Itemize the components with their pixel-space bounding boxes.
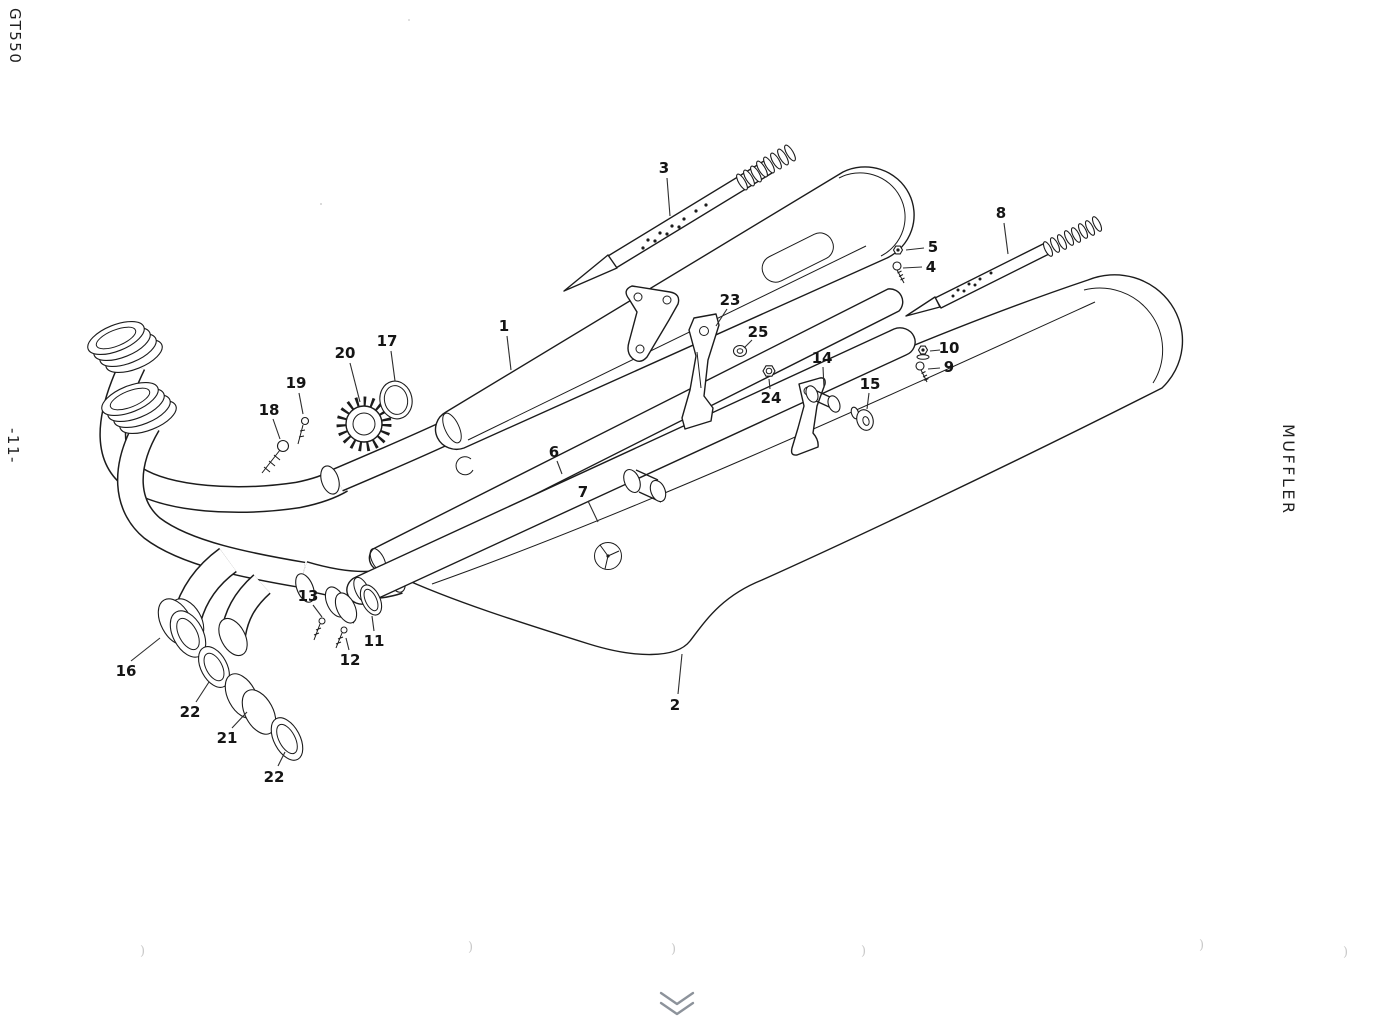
- part-label-12: 12: [340, 651, 361, 669]
- part-label-11: 11: [364, 632, 385, 650]
- joint-gasket: [320, 465, 340, 495]
- part-label-6: 6: [549, 443, 559, 461]
- part-label-22a: 22: [180, 703, 201, 721]
- part-label-19: 19: [286, 374, 307, 392]
- stud-part-19: [297, 416, 310, 445]
- part-label-3: 3: [659, 159, 669, 177]
- exhaust-flange-stack-upper: [87, 320, 163, 374]
- page-down-chevron-icon[interactable]: [659, 991, 695, 1016]
- part-label-5: 5: [928, 238, 938, 256]
- bolt-part-18: [261, 439, 290, 474]
- svg-text:): ): [1199, 938, 1204, 953]
- emblem-mark: [594, 542, 622, 570]
- screw-part-4: [892, 261, 905, 284]
- part-label-13: 13: [298, 587, 319, 605]
- clamp-set-parts-11-12-13: [295, 573, 383, 649]
- part-label-8: 8: [996, 204, 1006, 222]
- baffle-tube-part-3: [563, 144, 796, 292]
- part-label-4: 4: [926, 258, 936, 276]
- baffle-tube-part-8: [905, 216, 1103, 317]
- part-label-23: 23: [720, 291, 741, 309]
- part-label-7: 7: [578, 483, 588, 501]
- svg-text:): ): [671, 942, 676, 957]
- screw-part-9: [915, 361, 929, 383]
- part-labels: 1 2 3 4 5 6 7 8 9 10 11 12 13 14 15 16 1…: [116, 159, 1007, 786]
- spacer-part-14: [805, 385, 841, 413]
- model-code: GT550: [6, 8, 24, 64]
- part-label-17: 17: [377, 332, 398, 350]
- finned-collar-part-20: [336, 396, 392, 452]
- gasket-ring-part-22a: [198, 646, 230, 688]
- part-label-18: 18: [259, 401, 280, 419]
- nut-part-24: [762, 365, 776, 377]
- part-label-9: 9: [944, 358, 954, 376]
- washer-part-25: [732, 344, 748, 358]
- part-label-22b: 22: [264, 768, 285, 786]
- exhaust-flange-stack-lower: [101, 381, 177, 435]
- hook-detail: [455, 456, 474, 476]
- flange-ring-part-16: [157, 598, 207, 658]
- part-label-20: 20: [335, 344, 356, 362]
- mount-plate: [625, 285, 680, 362]
- grommet-part-15: [850, 406, 874, 431]
- part-label-24: 24: [761, 389, 782, 407]
- page-number: -11-: [4, 428, 22, 464]
- gasket-ring-part-22b: [270, 717, 304, 761]
- part-label-14: 14: [812, 349, 833, 367]
- svg-text:): ): [468, 940, 473, 955]
- part-label-1: 1: [499, 317, 509, 335]
- hanger-bracket-part-23: [681, 313, 720, 430]
- svg-text:): ): [140, 944, 145, 959]
- part-label-2: 2: [670, 696, 680, 714]
- part-label-25: 25: [748, 323, 769, 341]
- part-label-10: 10: [939, 339, 960, 357]
- svg-text:): ): [861, 944, 866, 959]
- oring-part-17: [379, 380, 413, 420]
- nut-part-10: [916, 345, 930, 360]
- pipe-connector: [623, 468, 667, 503]
- nut-part-5: [892, 245, 904, 255]
- sleeve-part-21: [224, 673, 277, 735]
- part-label-21: 21: [217, 729, 238, 747]
- scan-artifacts: ) ) ) ) ) ): [140, 19, 1348, 960]
- svg-text:): ): [1343, 945, 1348, 960]
- part-label-16: 16: [116, 662, 137, 680]
- section-title: MUFFLER: [1279, 424, 1298, 516]
- leader-lines: [130, 177, 1009, 767]
- part-label-15: 15: [860, 375, 881, 393]
